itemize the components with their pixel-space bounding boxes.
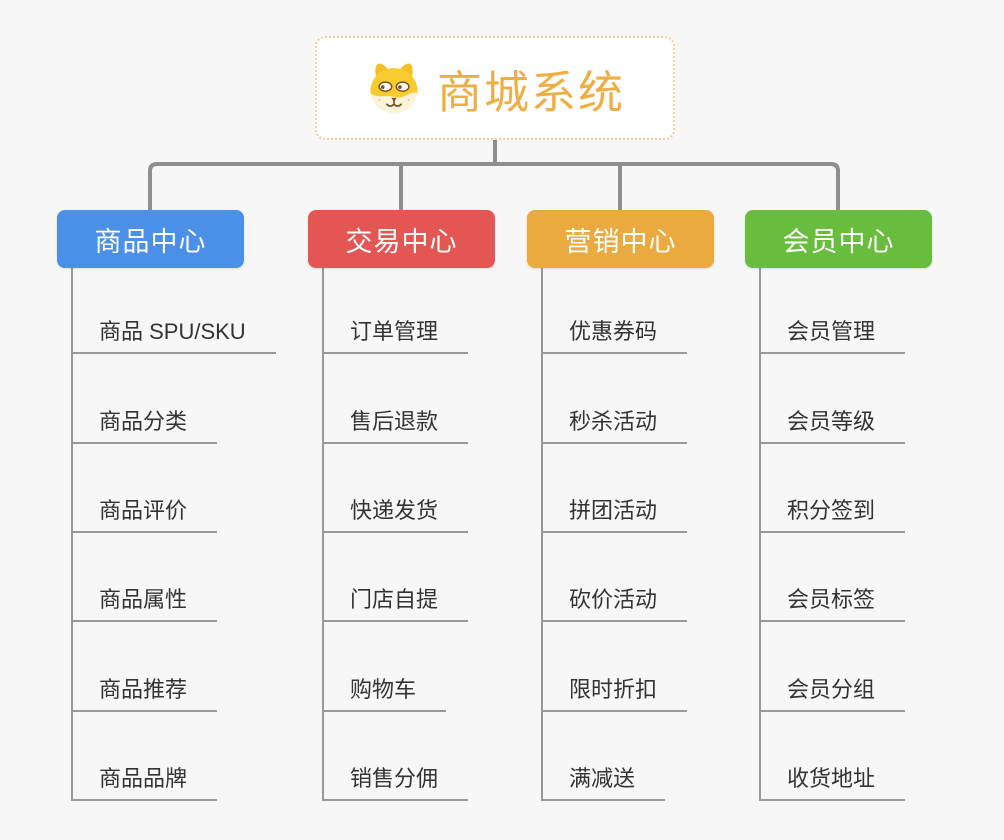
branch: 商品中心 商品 SPU/SKU 商品分类 商品评价 商品属性 商品推荐 [57,210,317,820]
branch-items: 会员管理 会员等级 积分签到 会员标签 会员分组 收货地址 [745,210,1004,820]
sub-item-node[interactable]: 商品推荐 [71,677,218,712]
sub-item-node[interactable]: 会员管理 [759,319,906,354]
branch: 会员中心 会员管理 会员等级 积分签到 会员标签 会员分组 收货地址 [745,210,1004,820]
sub-item-node[interactable]: 商品评价 [71,498,218,533]
sub-item-node[interactable]: 会员标签 [759,587,906,622]
branch-items: 订单管理 售后退款 快递发货 门店自提 购物车 销售分佣 [308,210,568,820]
branch-items: 商品 SPU/SKU 商品分类 商品评价 商品属性 商品推荐 商品品牌 [57,210,317,820]
branch-header-label: 商品中心 [94,226,207,257]
branch-header-label: 会员中心 [782,226,895,257]
sub-item-node[interactable]: 积分签到 [759,498,906,533]
sub-item-node[interactable]: 购物车 [322,677,447,712]
root-node[interactable]: 商城系统 [315,36,675,140]
sub-item-node[interactable]: 商品分类 [71,409,218,444]
sub-item-node[interactable]: 门店自提 [322,587,469,622]
sub-item-node[interactable]: 满减送 [541,766,666,801]
sub-item-node[interactable]: 商品属性 [71,587,218,622]
sub-item-node[interactable]: 商品品牌 [71,766,218,801]
branch-trunk-line [541,268,543,800]
sub-item-node[interactable]: 秒杀活动 [541,409,688,444]
branch-trunk-line [322,268,324,800]
branch-trunk-line [759,268,761,800]
sub-item-node[interactable]: 销售分佣 [322,766,469,801]
sub-item-node[interactable]: 收货地址 [759,766,906,801]
branch-items: 优惠券码 秒杀活动 拼团活动 砍价活动 限时折扣 满减送 [527,210,787,820]
sub-item-node[interactable]: 商品 SPU/SKU [71,319,276,354]
sub-item-node[interactable]: 会员等级 [759,409,906,444]
sub-item-node[interactable]: 售后退款 [322,409,469,444]
branch-header[interactable]: 营销中心 [527,210,714,268]
branch-header-label: 营销中心 [564,226,677,257]
sub-item-node[interactable]: 快递发货 [322,498,469,533]
branch-header[interactable]: 交易中心 [308,210,495,268]
sub-item-node[interactable]: 订单管理 [322,319,469,354]
branch-header-label: 交易中心 [345,226,458,257]
root-title: 商城系统 [436,66,625,118]
branch: 营销中心 优惠券码 秒杀活动 拼团活动 砍价活动 限时折扣 满减送 [527,210,787,820]
dog-face-icon [370,63,418,114]
branch-header[interactable]: 商品中心 [57,210,244,268]
branch-header[interactable]: 会员中心 [745,210,932,268]
branch: 交易中心 订单管理 售后退款 快递发货 门店自提 购物车 销售分佣 [308,210,568,820]
sub-item-node[interactable]: 拼团活动 [541,498,688,533]
sub-item-node[interactable]: 砍价活动 [541,587,688,622]
branch-trunk-line [71,268,73,800]
sub-item-node[interactable]: 限时折扣 [541,677,688,712]
sub-item-node[interactable]: 会员分组 [759,677,906,712]
sub-item-node[interactable]: 优惠券码 [541,319,688,354]
